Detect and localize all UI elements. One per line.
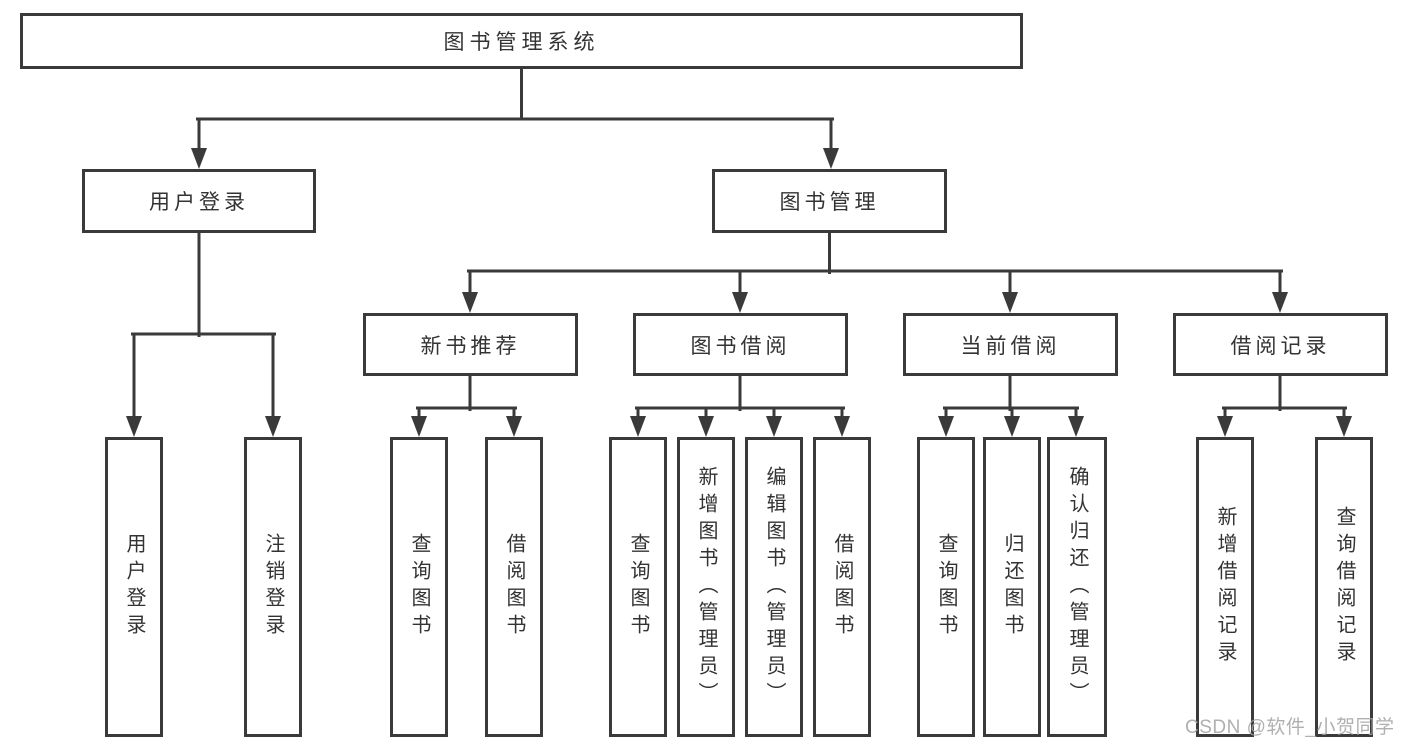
node-new-book-recommend: 新书推荐 xyxy=(363,313,578,376)
node-book-management: 图书管理 xyxy=(712,169,947,233)
arrow-down-icon xyxy=(126,416,142,437)
arrow-down-icon xyxy=(698,416,714,437)
leaf-borrow-books-recommend: 借阅图书 xyxy=(485,437,543,737)
node-user-login: 用户登录 xyxy=(82,169,316,233)
connector-current-borrow-branch xyxy=(943,374,1079,420)
arrow-down-icon xyxy=(1217,416,1233,437)
arrow-down-icon xyxy=(938,416,954,437)
arrow-down-icon xyxy=(834,416,850,437)
connector-user-login-branch xyxy=(131,231,276,420)
arrow-down-icon xyxy=(411,416,427,437)
connector-root-to-level2 xyxy=(196,67,834,152)
node-book-borrow: 图书借阅 xyxy=(633,313,848,376)
arrow-down-icon xyxy=(265,416,281,437)
arrow-down-icon xyxy=(1336,416,1352,437)
connector-book-borrow-branch xyxy=(635,374,845,420)
arrow-down-icon xyxy=(1272,292,1288,313)
arrowheads xyxy=(126,148,1352,437)
leaf-query-borrow-record: 查询借阅记录 xyxy=(1315,437,1373,737)
leaf-add-books-admin: 新增图书（管理员） xyxy=(677,437,735,737)
arrow-down-icon xyxy=(462,292,478,313)
leaf-borrow-books: 借阅图书 xyxy=(813,437,871,737)
connector-borrow-record-branch xyxy=(1222,374,1347,420)
node-library-system-root: 图书管理系统 xyxy=(20,13,1023,69)
arrow-down-icon xyxy=(732,292,748,313)
arrow-down-icon xyxy=(630,416,646,437)
connector-book-mgmt-branch xyxy=(467,231,1283,296)
leaf-edit-books-admin: 编辑图书（管理员） xyxy=(745,437,803,737)
arrow-down-icon xyxy=(766,416,782,437)
arrow-down-icon xyxy=(1004,416,1020,437)
arrow-down-icon xyxy=(1002,292,1018,313)
leaf-return-books: 归还图书 xyxy=(983,437,1041,737)
leaf-logout: 注销登录 xyxy=(244,437,302,737)
leaf-query-books-borrow: 查询图书 xyxy=(609,437,667,737)
node-current-borrow: 当前借阅 xyxy=(903,313,1118,376)
arrow-down-icon xyxy=(823,148,839,169)
arrow-down-icon xyxy=(191,148,207,169)
leaf-confirm-return-admin: 确认归还（管理员） xyxy=(1047,437,1107,737)
leaf-query-books-current: 查询图书 xyxy=(917,437,975,737)
arrow-down-icon xyxy=(1068,416,1084,437)
arrow-down-icon xyxy=(506,416,522,437)
leaf-user-login: 用户登录 xyxy=(105,437,163,737)
leaf-add-borrow-record: 新增借阅记录 xyxy=(1196,437,1254,737)
csdn-watermark: CSDN @软件_小贺同学 xyxy=(1185,717,1395,738)
leaf-query-books-recommend: 查询图书 xyxy=(390,437,448,737)
node-borrow-records: 借阅记录 xyxy=(1173,313,1388,376)
connector-new-book-branch xyxy=(416,374,517,420)
